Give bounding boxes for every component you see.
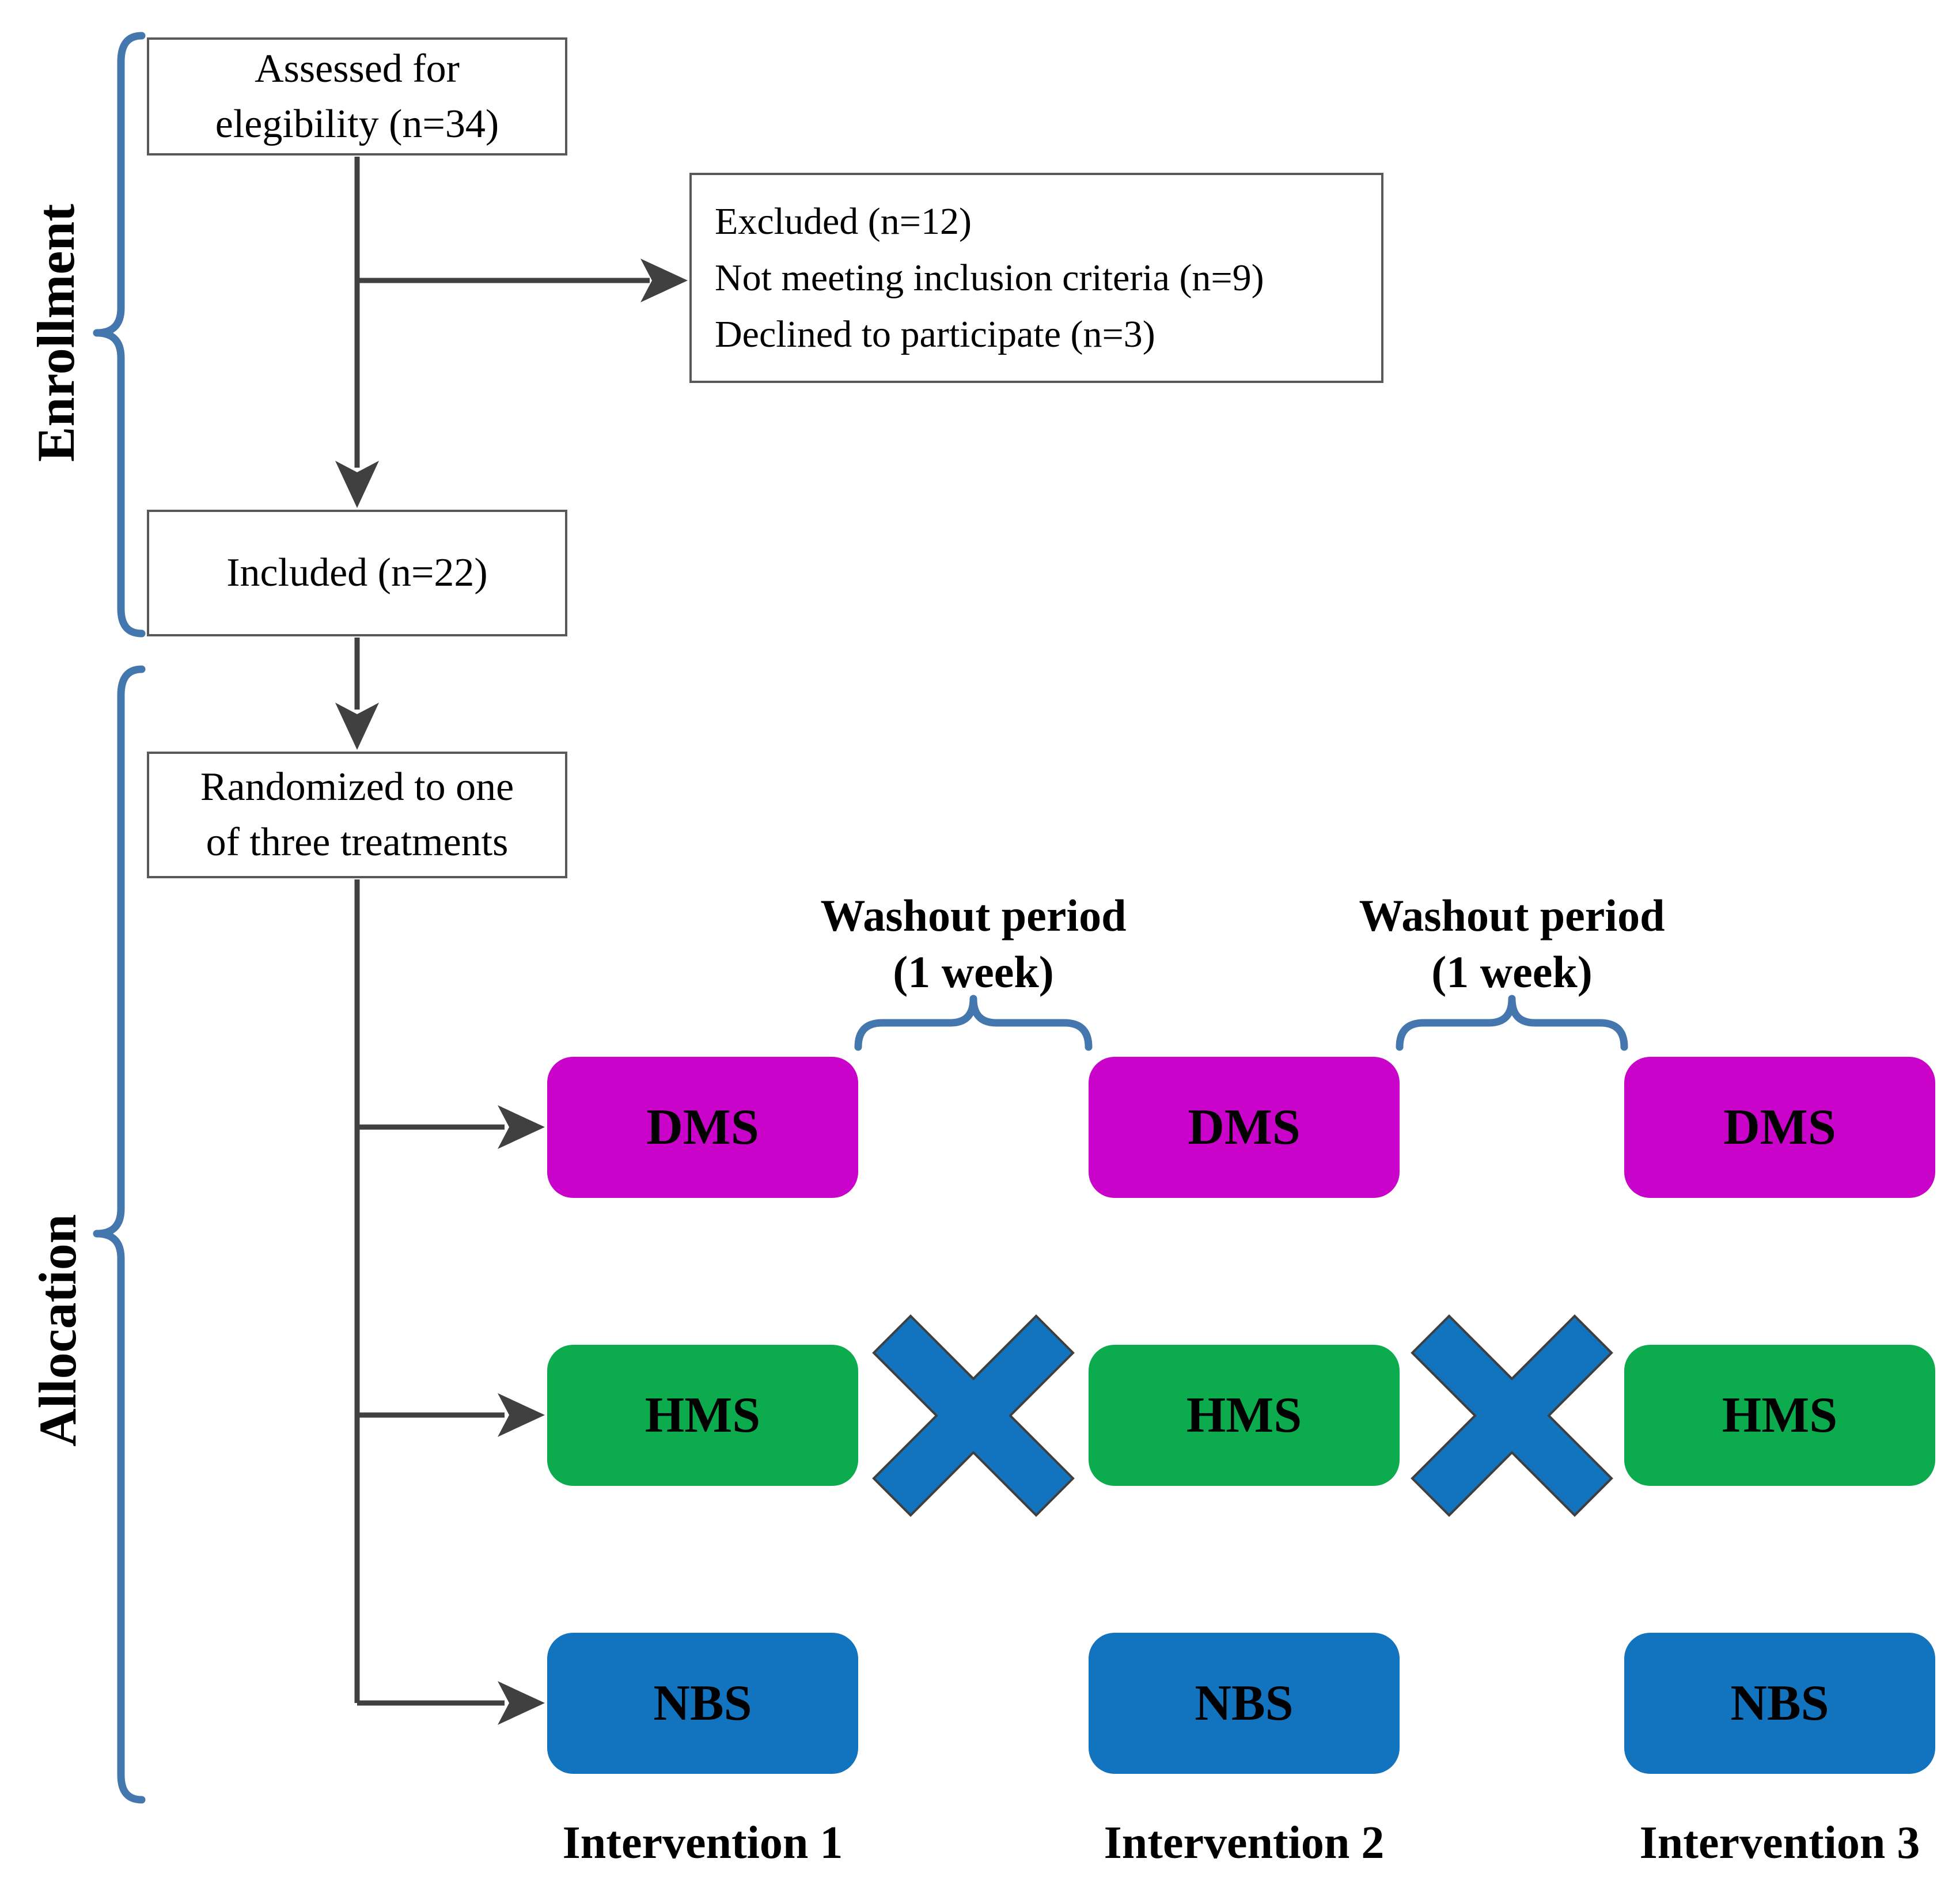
randomized-line-2: of three treatments	[206, 820, 509, 864]
hms-label: HMS	[1186, 1387, 1302, 1443]
arrowhead-right-nbs	[498, 1681, 545, 1725]
randomized-line-1: Randomized to one	[200, 765, 514, 809]
excluded-box: Excluded (n=12) Not meeting inclusion cr…	[689, 173, 1383, 383]
treatment-box-hms-3: HMS	[1624, 1345, 1935, 1486]
washout-2-line-1: Washout period	[1359, 890, 1665, 940]
allocation-section-label: Allocation	[23, 1181, 92, 1480]
treatment-box-nbs-2: NBS	[1089, 1633, 1400, 1774]
washout-label-2: Washout period (1 week)	[1282, 887, 1742, 1000]
allocation-brace	[93, 665, 146, 1804]
arrowhead-right-hms	[498, 1393, 545, 1437]
arrowhead-down-included	[335, 461, 379, 508]
intervention-2-label: Intervention 2	[1104, 1818, 1385, 1868]
treatment-box-dms-3: DMS	[1624, 1057, 1935, 1198]
excluded-line-3: Declined to participate (n=3)	[715, 313, 1155, 355]
treatment-box-hms-2: HMS	[1089, 1345, 1400, 1486]
washout-2-line-2: (1 week)	[1431, 947, 1593, 997]
included-text: Included (n=22)	[226, 551, 488, 595]
washout-brace-2	[1396, 995, 1628, 1051]
assessed-line-1: Assessed for	[255, 46, 460, 91]
treatment-box-dms-1: DMS	[547, 1057, 858, 1198]
intervention-1-label: Intervention 1	[562, 1818, 843, 1868]
nbs-label: NBS	[653, 1675, 752, 1731]
dms-label: DMS	[646, 1099, 759, 1155]
enrollment-label-text: Enrollment	[26, 203, 85, 462]
nbs-label: NBS	[1195, 1675, 1294, 1731]
dms-label: DMS	[1723, 1099, 1836, 1155]
excluded-line-2: Not meeting inclusion criteria (n=9)	[715, 256, 1264, 299]
hms-label: HMS	[645, 1387, 761, 1443]
arrowhead-down-randomized	[335, 703, 379, 750]
included-box: Included (n=22)	[147, 510, 567, 636]
enrollment-section-label: Enrollment	[21, 183, 90, 483]
treatment-box-nbs-3: NBS	[1624, 1633, 1935, 1774]
excluded-line-1: Excluded (n=12)	[715, 200, 972, 242]
randomized-box: Randomized to one of three treatments	[147, 752, 567, 878]
crossover-x-1	[872, 1314, 1075, 1517]
arrowhead-right-dms	[498, 1105, 545, 1149]
dms-label: DMS	[1188, 1099, 1301, 1155]
washout-brace-1	[854, 995, 1093, 1051]
washout-1-line-1: Washout period	[820, 890, 1127, 940]
treatment-box-dms-2: DMS	[1089, 1057, 1400, 1198]
enrollment-brace	[93, 32, 146, 638]
treatment-box-hms-1: HMS	[547, 1345, 858, 1486]
nbs-label: NBS	[1730, 1675, 1829, 1731]
assessed-line-2: elegibility (n=34)	[215, 101, 499, 146]
treatment-box-nbs-1: NBS	[547, 1633, 858, 1774]
intervention-3-label: Intervention 3	[1639, 1818, 1920, 1868]
crossover-x-2	[1411, 1314, 1613, 1517]
hms-label: HMS	[1722, 1387, 1838, 1443]
arrowhead-right-excluded	[640, 259, 688, 302]
assessed-box: Assessed for elegibility (n=34)	[147, 37, 567, 155]
allocation-label-text: Allocation	[28, 1214, 87, 1447]
washout-label-1: Washout period (1 week)	[743, 887, 1204, 1000]
washout-1-line-2: (1 week)	[893, 947, 1054, 997]
